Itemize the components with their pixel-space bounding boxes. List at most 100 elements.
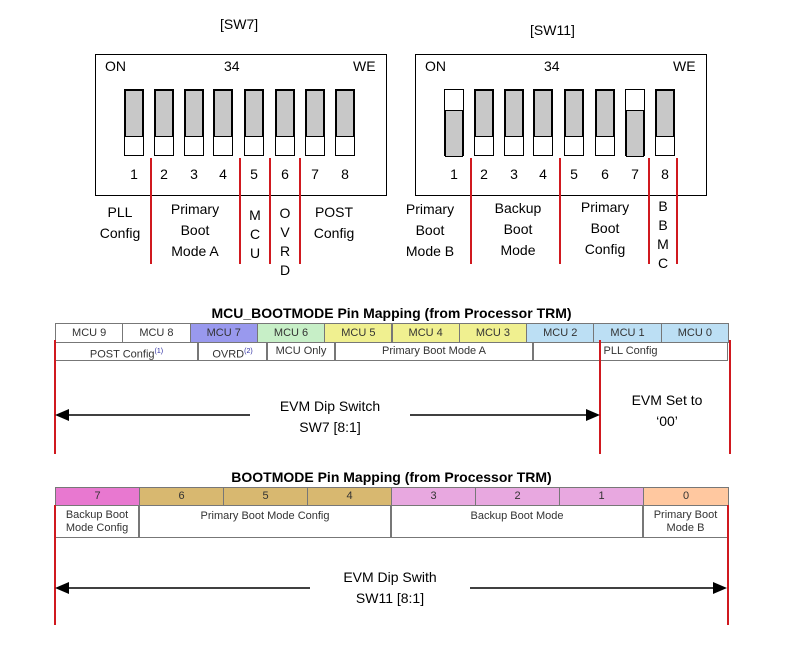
mcu-range-left-marker <box>54 340 56 454</box>
sw11-switch-2[interactable] <box>474 89 494 156</box>
mcu-pin-cell: MCU 6 <box>256 323 326 343</box>
sw7-on-label: ON <box>105 58 126 74</box>
bootmode-table-title: BOOTMODE Pin Mapping (from Processor TRM… <box>231 469 552 485</box>
sw11-switch-1-number: 1 <box>450 166 458 182</box>
boot-group-backup-boot-mode-config: Backup Boot Mode Config <box>55 505 139 538</box>
mcu-pin-cell: MCU 0 <box>660 323 729 343</box>
sw11-switch-2-number: 2 <box>480 166 488 182</box>
sw7-switch-3[interactable] <box>184 89 204 156</box>
sw11-divider-1 <box>470 158 472 264</box>
sw7-switch-6-actuator <box>276 90 294 137</box>
sw7-switch-1-number: 1 <box>130 166 138 182</box>
sw11-we-label: WE <box>673 58 696 74</box>
sw11-label-backup-boot-mode: Backup Boot Mode <box>494 200 542 258</box>
mcu-pin-cell: MCU 8 <box>122 323 191 343</box>
mcu-pin-cell: MCU 7 <box>189 323 258 343</box>
sw7-divider-4 <box>299 158 301 264</box>
boot-range-left-marker <box>54 505 56 625</box>
sw7-model-label: 34 <box>224 58 240 74</box>
sw7-switch-8-number: 8 <box>341 166 349 182</box>
sw11-switch-4-number: 4 <box>539 166 547 182</box>
sw11-switch-5[interactable] <box>564 89 584 156</box>
sw7-label-pll-config: PLL Config <box>99 204 141 241</box>
sw7-switch-5-number: 5 <box>250 166 258 182</box>
mcu-pin-cell: MCU 4 <box>391 323 460 343</box>
mcu-group-primary-boot-mode-a: Primary Boot Mode A <box>335 342 533 361</box>
sw7-switch-6-number: 6 <box>281 166 289 182</box>
sw11-on-label: ON <box>425 58 446 74</box>
sw7-we-label: WE <box>353 58 376 74</box>
sw11-switch-2-actuator <box>475 90 493 137</box>
sw11-switch-3-actuator <box>505 90 523 137</box>
sw7-switch-1[interactable] <box>124 89 144 156</box>
sw7-switch-2-number: 2 <box>160 166 168 182</box>
sw7-divider-1 <box>150 158 152 264</box>
sw7-switch-7-number: 7 <box>311 166 319 182</box>
sw11-label-primary-boot-config: Primary Boot Config <box>580 199 630 257</box>
mcu-sw7-range-label: EVM Dip Switch SW7 [8:1] <box>250 396 410 438</box>
sw11-switch-4[interactable] <box>533 89 553 156</box>
sw7-label-mcu: M C U <box>249 207 261 261</box>
sw11-switch-3-number: 3 <box>510 166 518 182</box>
mcu-group-post-config: POST Config(1) <box>55 342 198 361</box>
sw11-switch-8[interactable] <box>655 89 675 156</box>
sw7-switch-8[interactable] <box>335 89 355 156</box>
sw7-switch-7-actuator <box>306 90 324 137</box>
mcu-pin-cell: MCU 3 <box>458 323 528 343</box>
sw11-switch-6-number: 6 <box>601 166 609 182</box>
sw11-switch-8-number: 8 <box>661 166 669 182</box>
sw11-divider-2 <box>559 158 561 264</box>
sw11-switch-6-actuator <box>596 90 614 137</box>
boot-group-primary-boot-mode-b: Primary Boot Mode B <box>643 505 728 538</box>
sw11-switch-6[interactable] <box>595 89 615 156</box>
sw7-switch-7[interactable] <box>305 89 325 156</box>
sw7-switch-2[interactable] <box>154 89 174 156</box>
sw11-switch-1-actuator <box>445 110 463 157</box>
sw7-label-post-config: POST Config <box>313 204 355 241</box>
mcu-group-mcu-only: MCU Only <box>267 342 335 361</box>
sw11-switch-5-actuator <box>565 90 583 137</box>
sw7-switch-4[interactable] <box>213 89 233 156</box>
mcu-pin-cell: MCU 1 <box>593 323 662 343</box>
sw7-switch-2-actuator <box>155 90 173 137</box>
sw7-switch-4-actuator <box>214 90 232 137</box>
boot-pin-cell: 3 <box>391 487 476 506</box>
boot-group-primary-boot-mode-config: Primary Boot Mode Config <box>139 505 391 538</box>
mcu-group-ovrd: OVRD(2) <box>198 342 267 361</box>
sw11-label-bbmc: B B M C <box>657 198 669 271</box>
mcu-group-pll-config: PLL Config <box>533 342 728 361</box>
boot-sw11-range-label: EVM Dip Swith SW11 [8:1] <box>310 567 470 609</box>
sw11-switch-5-number: 5 <box>570 166 578 182</box>
mcu-range-right-marker <box>729 340 731 454</box>
sw11-model-label: 34 <box>544 58 560 74</box>
sw7-switch-8-actuator <box>336 90 354 137</box>
sw7-divider-2 <box>239 158 241 264</box>
sw7-switch-6[interactable] <box>275 89 295 156</box>
sw7-switch-3-number: 3 <box>190 166 198 182</box>
sw7-switch-5[interactable] <box>244 89 264 156</box>
boot-pin-cell: 2 <box>475 487 560 506</box>
sw7-divider-3 <box>269 158 271 264</box>
sw7-switch-1-actuator <box>125 90 143 137</box>
boot-pin-cell: 7 <box>55 487 140 506</box>
sw11-label-primary-boot-mode-b: Primary Boot Mode B <box>405 201 455 259</box>
mcu-bootmode-table-title: MCU_BOOTMODE Pin Mapping (from Processor… <box>211 305 572 321</box>
sw11-switch-3[interactable] <box>504 89 524 156</box>
boot-group-backup-boot-mode: Backup Boot Mode <box>391 505 643 538</box>
sw7-switch-3-actuator <box>185 90 203 137</box>
sw11-switch-1[interactable] <box>444 89 464 157</box>
boot-pin-cell: 0 <box>643 487 729 506</box>
sw11-title: [SW11] <box>530 22 575 38</box>
sw11-switch-7[interactable] <box>625 89 645 157</box>
sw11-divider-3 <box>648 158 650 264</box>
mcu-range-mid-marker <box>599 340 601 454</box>
sw11-switch-8-actuator <box>656 90 674 137</box>
mcu-pin-cell: MCU 2 <box>526 323 595 343</box>
boot-pin-cell: 4 <box>307 487 392 506</box>
sw7-title: [SW7] <box>220 16 259 32</box>
sw7-switch-5-actuator <box>245 90 263 137</box>
sw7-switch-4-number: 4 <box>219 166 227 182</box>
boot-pin-cell: 6 <box>139 487 224 506</box>
mcu-pin-cell: MCU 5 <box>324 323 393 343</box>
